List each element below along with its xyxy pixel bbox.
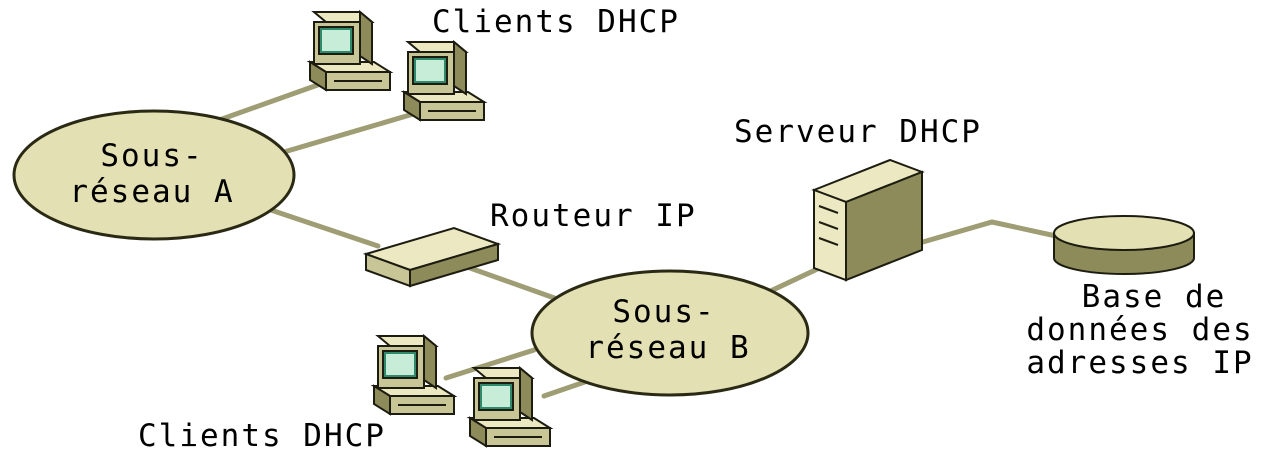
subnet-b-label-line2: réseau B [585,330,750,366]
link-router-b [467,265,563,303]
server-label: Serveur DHCP [734,114,982,150]
link-a-client1 [205,79,329,127]
link-b-client3 [443,347,537,381]
subnet-b-label-line1: Sous- [612,294,715,330]
client-computer-icon [403,41,485,121]
database-label-line1: Base de [1082,279,1227,315]
subnet-a-label-line2: réseau A [69,174,234,210]
subnet-a-cloud: Sous- réseau A [12,109,296,241]
server-icon [811,158,925,282]
clients-bottom-label: Clients DHCP [138,418,386,451]
link-a-client2 [281,109,423,155]
database-label-line2: données des [1026,312,1253,348]
database-icon [1053,215,1195,275]
clients-top-label: Clients DHCP [432,4,680,40]
subnet-b-cloud: Sous- réseau B [530,269,810,397]
client-computer-icon [469,367,551,447]
database-label-line3: adresses IP [1026,345,1253,381]
router-icon [362,226,502,288]
client-computer-icon [373,335,455,415]
subnet-a-label-line1: Sous- [100,138,203,174]
client-computer-icon [309,11,391,91]
link-a-router [259,204,381,249]
router-label: Routeur IP [490,198,697,234]
network-links [205,79,1059,399]
link-server-db [913,219,1059,247]
